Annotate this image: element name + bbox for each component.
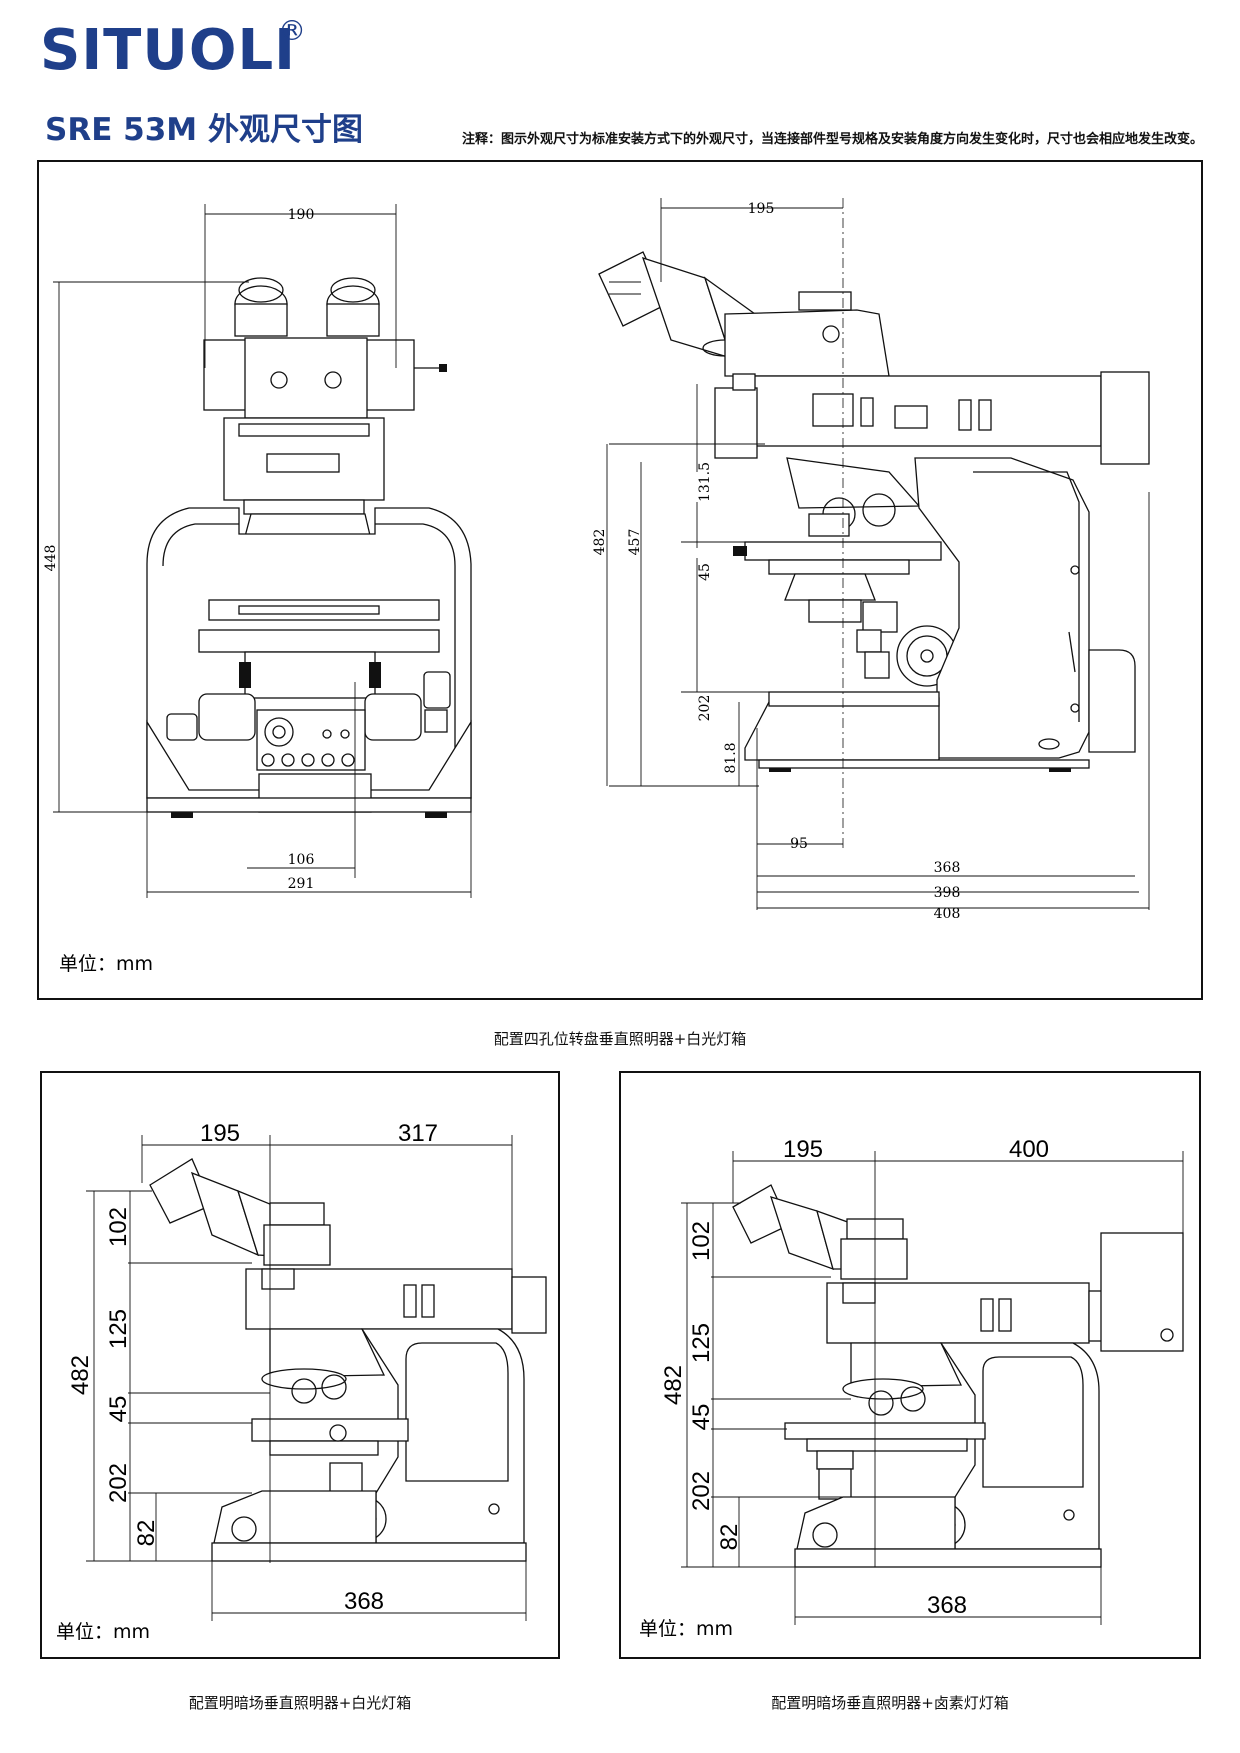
brand-logo: SITUOLI — [40, 18, 296, 83]
dim-195: 195 — [748, 201, 775, 217]
dim-457: 457 — [627, 529, 643, 556]
dimension-note: 注释：图示外观尺寸为标准安装方式下的外观尺寸，当连接部件型号规格及安装角度方向发… — [462, 132, 1204, 147]
bl-dim-102: 102 — [105, 1207, 132, 1247]
bottom-right-drawing-panel: 195 400 482 102 125 45 202 82 368 单位：mm — [619, 1071, 1201, 1659]
br-dimension-labels: 195 400 482 102 125 45 202 82 368 — [660, 1136, 1049, 1619]
top-drawing-panel: 190 448 106 291 — [37, 160, 1203, 1000]
dim-131-5: 131.5 — [697, 462, 713, 502]
front-view-dimension-labels: 190 448 106 291 — [43, 207, 314, 892]
bottom-left-caption: 配置明暗场垂直照明器+白光灯箱 — [188, 1694, 412, 1712]
bl-dim-368: 368 — [344, 1588, 384, 1615]
bl-dim-45: 45 — [105, 1396, 132, 1423]
top-drawings-svg: 190 448 106 291 — [43, 198, 1150, 975]
side-view-dimension-labels: 195 482 457 131.5 45 202 81.8 95 368 398… — [592, 201, 960, 922]
dim-368: 368 — [934, 860, 961, 876]
side-view-drawing — [598, 198, 1150, 910]
bl-dim-125: 125 — [105, 1309, 132, 1349]
dim-45: 45 — [697, 563, 713, 581]
bl-dim-202: 202 — [105, 1463, 132, 1503]
br-dim-482: 482 — [660, 1365, 687, 1405]
br-dim-82: 82 — [716, 1524, 743, 1551]
dim-408: 408 — [934, 906, 961, 922]
br-dim-45: 45 — [688, 1404, 715, 1431]
bottom-right-svg: 195 400 482 102 125 45 202 82 368 单位：mm — [639, 1136, 1184, 1640]
bl-dim-195: 195 — [200, 1120, 240, 1147]
dim-190: 190 — [288, 207, 315, 223]
front-view-drawing — [53, 204, 472, 898]
top-caption: 配置四孔位转盘垂直照明器+白光灯箱 — [493, 1030, 747, 1048]
dim-398: 398 — [934, 885, 961, 901]
bl-dim-482: 482 — [67, 1355, 94, 1395]
br-dim-195: 195 — [783, 1136, 823, 1163]
unit-label: 单位：mm — [59, 953, 153, 975]
br-dim-368: 368 — [927, 1592, 967, 1619]
bottom-right-caption: 配置明暗场垂直照明器+卤素灯灯箱 — [771, 1694, 1009, 1712]
br-dim-202: 202 — [688, 1471, 715, 1511]
dim-95: 95 — [790, 836, 808, 852]
br-dim-400: 400 — [1009, 1136, 1049, 1163]
br-unit-label: 单位：mm — [639, 1618, 733, 1640]
bl-microscope-drawing — [86, 1135, 547, 1621]
dim-291: 291 — [288, 876, 315, 892]
bl-dim-317: 317 — [398, 1120, 438, 1147]
bl-dim-82: 82 — [133, 1520, 160, 1547]
br-dim-102: 102 — [688, 1221, 715, 1261]
bottom-left-drawing-panel: 195 317 482 102 125 45 202 82 368 单位：mm — [40, 1071, 560, 1659]
dim-106: 106 — [288, 852, 315, 868]
dim-202: 202 — [697, 695, 713, 722]
bottom-left-svg: 195 317 482 102 125 45 202 82 368 单位：mm — [56, 1120, 547, 1643]
bl-dimension-labels: 195 317 482 102 125 45 202 82 368 — [67, 1120, 438, 1615]
dim-448: 448 — [43, 545, 59, 572]
br-dim-125: 125 — [688, 1323, 715, 1363]
page-title: SRE 53M 外观尺寸图 — [45, 112, 363, 148]
dim-81-8: 81.8 — [723, 742, 739, 773]
bl-unit-label: 单位：mm — [56, 1621, 150, 1643]
dim-482: 482 — [592, 529, 608, 556]
registered-mark: ® — [278, 14, 306, 47]
br-microscope-drawing — [681, 1151, 1184, 1625]
